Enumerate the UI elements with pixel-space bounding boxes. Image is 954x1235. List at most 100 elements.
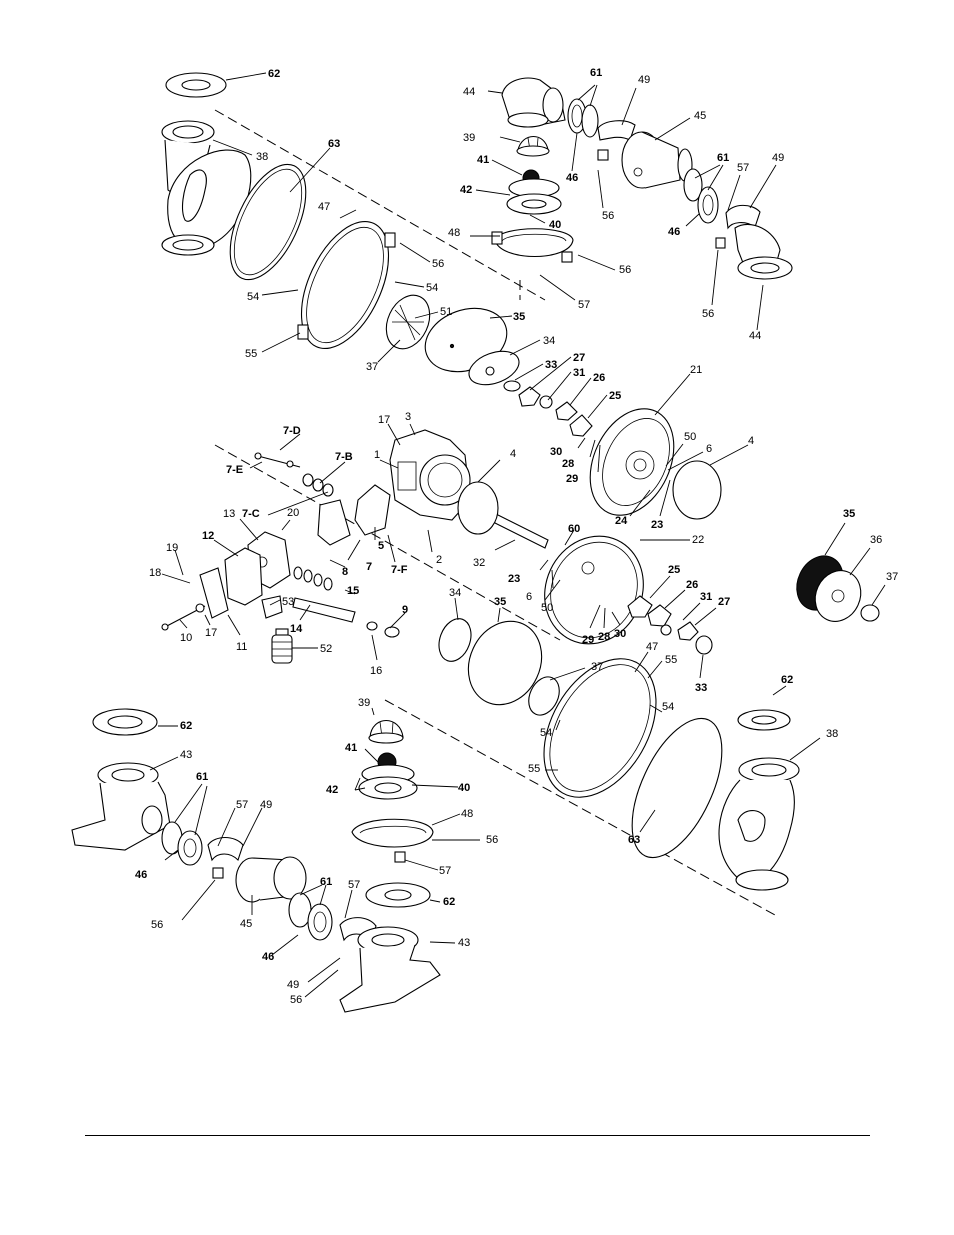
- callout: 7-F: [391, 564, 408, 576]
- callout: 62: [180, 720, 192, 732]
- callout: 37: [591, 661, 603, 673]
- callout: 45: [240, 918, 252, 930]
- callout: 24: [615, 515, 628, 527]
- backup-diaphragm-right: [438, 618, 472, 662]
- callout: 8: [342, 566, 348, 578]
- valve-plate: [317, 499, 351, 546]
- callout: 7-E: [226, 464, 243, 476]
- callout: 46: [262, 951, 274, 963]
- outlet-flange-gasket-right: [737, 709, 791, 731]
- callout: 50: [684, 431, 696, 443]
- callout: 56: [432, 258, 444, 270]
- callout: 14: [290, 623, 303, 635]
- callout: 51: [440, 306, 452, 318]
- callout: 49: [638, 74, 650, 86]
- callout: 48: [448, 227, 460, 239]
- callout: 57: [439, 865, 451, 877]
- callout: 3: [405, 411, 411, 423]
- assembly-axis-lines: [214, 109, 776, 916]
- outer-piston-right: [528, 676, 560, 716]
- diaphragm-right: [467, 620, 543, 706]
- bottom-o-rings-left: [161, 821, 203, 866]
- callout: 29: [566, 473, 578, 485]
- valve-spool: [254, 452, 301, 468]
- callout: 20: [287, 507, 299, 519]
- callout: 10: [180, 632, 192, 644]
- shaft-bushing-4-right: [672, 460, 722, 520]
- callout: 56: [151, 919, 163, 931]
- callout: 29: [582, 634, 594, 646]
- callout: 22: [692, 534, 704, 546]
- callout: 48: [461, 808, 473, 820]
- outlet-elbow-top: [501, 77, 566, 128]
- callout: 37: [366, 361, 378, 373]
- callout: 28: [598, 631, 610, 643]
- callout: 44: [749, 330, 761, 342]
- callout: 30: [614, 628, 626, 640]
- pilot-sleeve-14: [292, 566, 356, 623]
- callout: 52: [320, 643, 332, 655]
- bottom-tee-45: [235, 856, 307, 903]
- callout-labels: 62 38 63 47 56 54 54 55 37 51 35 34 33 2…: [135, 67, 898, 1006]
- chamber-clamp-band-right: [543, 658, 657, 798]
- capscrew-10: [161, 603, 206, 631]
- callout: 26: [593, 372, 605, 384]
- callout: 41: [345, 742, 357, 754]
- bottom-valve-seat: [358, 764, 418, 800]
- air-valve-gasket: [354, 484, 391, 536]
- callout: 18: [149, 567, 161, 579]
- callout: 4: [510, 448, 516, 460]
- callout: 38: [256, 151, 268, 163]
- chamber-clamp-band-left: [297, 220, 396, 350]
- callout: 32: [473, 557, 485, 569]
- callout: 39: [463, 132, 475, 144]
- footer-rule: [85, 1135, 870, 1136]
- shaft-bushing-4-left: [457, 481, 499, 535]
- valve-seat-top: [506, 178, 562, 215]
- inlet-manifold-elbow: [161, 120, 252, 256]
- inlet-manifold-elbow-right: [718, 757, 800, 891]
- diaphragm-stack-right-35-36-37: [796, 555, 880, 622]
- air-chamber-22: [544, 535, 644, 645]
- callout: 62: [781, 674, 793, 686]
- outlet-o-rings-top: [567, 98, 599, 138]
- callout: 11: [236, 641, 247, 653]
- callout: 55: [528, 763, 540, 775]
- callout: 46: [566, 172, 578, 184]
- callout: 62: [268, 68, 280, 80]
- callout: 9: [402, 604, 408, 616]
- callout: 7-C: [242, 508, 260, 520]
- callout: 46: [668, 226, 680, 238]
- callout: 12: [202, 530, 214, 542]
- callout: 55: [665, 654, 677, 666]
- valve-clamp-top: [491, 228, 574, 263]
- outlet-elbow-right: [734, 223, 793, 280]
- callout: 16: [370, 665, 382, 677]
- callout: 27: [573, 352, 585, 364]
- callout: 25: [668, 564, 680, 576]
- callout: 36: [870, 534, 882, 546]
- callout: 31: [573, 367, 585, 379]
- bottom-flange-gasket-left: [92, 708, 158, 736]
- callout: 6: [706, 443, 712, 455]
- retaining-rings-9-15-16: [366, 621, 400, 638]
- callout: 7: [366, 561, 372, 573]
- muffler-52: [271, 628, 293, 664]
- callout: 15: [347, 585, 359, 597]
- callout: 56: [290, 994, 302, 1006]
- callout: 45: [694, 110, 706, 122]
- callout: 38: [826, 728, 838, 740]
- callout: 28: [562, 458, 574, 470]
- callout: 63: [628, 834, 640, 846]
- callout: 17: [205, 627, 217, 639]
- air-valve-body: [389, 429, 471, 521]
- callout: 57: [737, 162, 749, 174]
- callout: 5: [378, 540, 384, 552]
- callout: 1: [374, 449, 380, 461]
- callout: 42: [460, 184, 472, 196]
- outer-piston-left: [385, 294, 431, 350]
- callout: 41: [477, 154, 489, 166]
- callout: 35: [843, 508, 855, 520]
- callout: 42: [326, 784, 338, 796]
